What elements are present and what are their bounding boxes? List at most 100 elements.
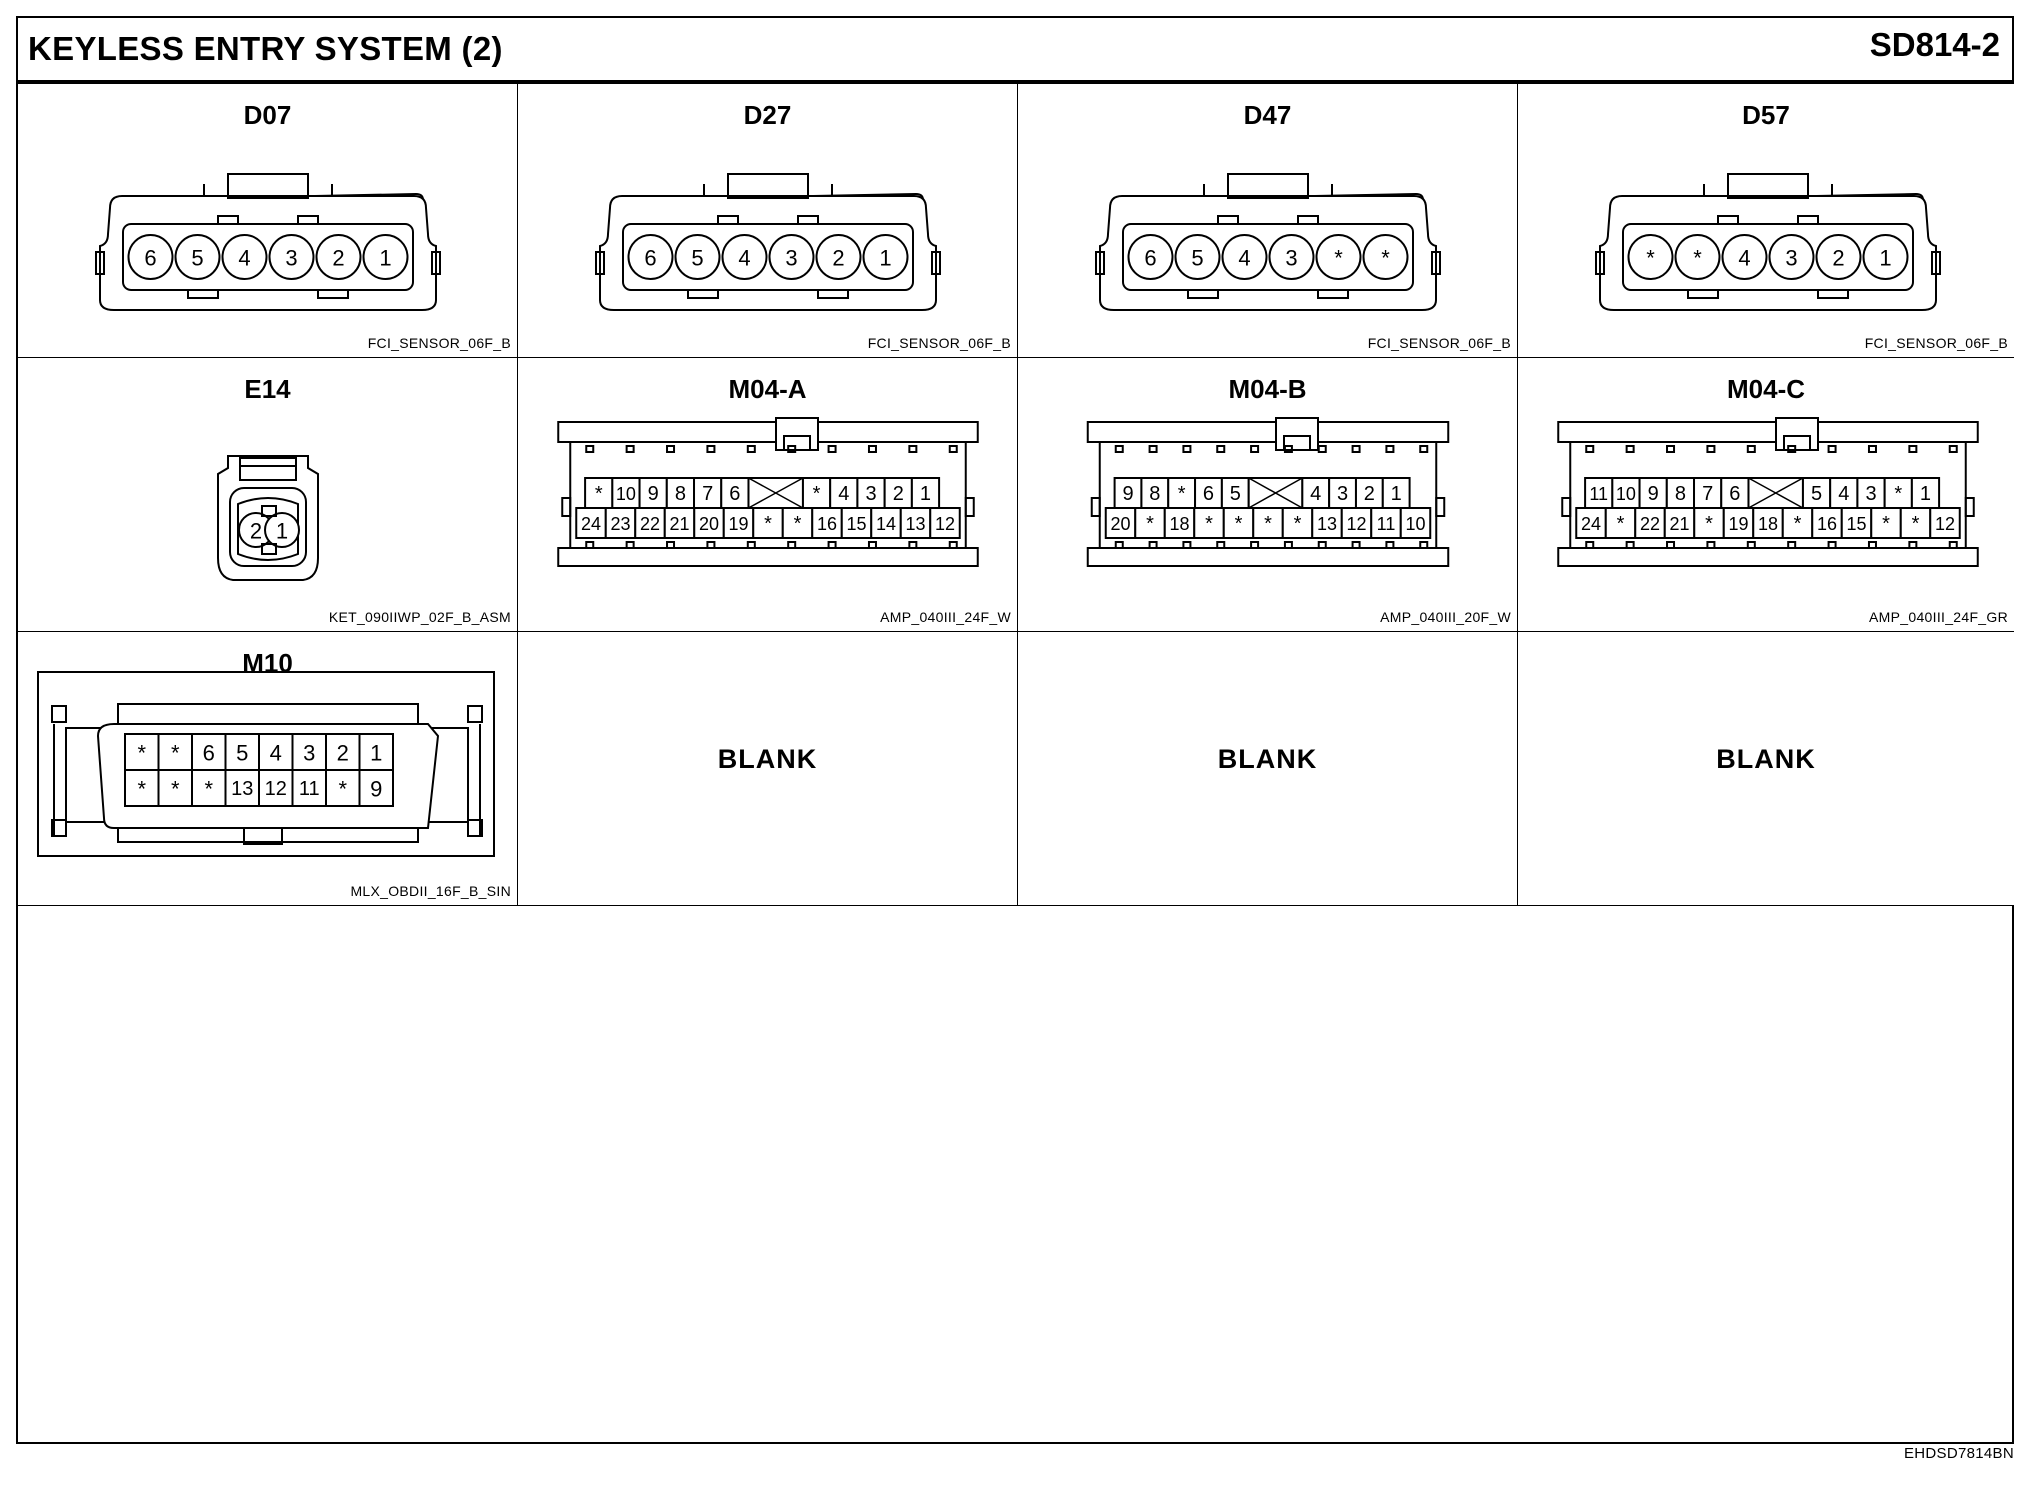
pin-label: 1 [879,246,891,271]
pin-label: 2 [250,519,262,544]
connector-outline [1419,541,1429,549]
connector-outline [1317,445,1327,453]
connector-outline [1283,541,1293,549]
pin-label: * [1646,246,1655,271]
connector-outline [1385,541,1395,549]
pin-label: 3 [1337,483,1348,505]
connector-outline [243,827,283,845]
connector-outline [1351,541,1361,549]
pin-label: 15 [1846,514,1866,534]
pin-circle [1862,234,1909,280]
pin-cell [291,769,327,807]
pin-label: 12 [265,778,287,800]
connector-id: D57 [1742,100,1790,130]
pin-label: * [204,777,213,802]
connector-outline [37,671,495,857]
pin-label: 8 [1675,483,1686,505]
pin-label: 3 [1865,483,1876,505]
connector-outline [467,819,483,837]
connector-part-number: AMP_040III_24F_W [880,609,1011,625]
connector-outline [622,223,914,291]
pin-label: 13 [1317,514,1337,534]
connector-outline [1095,251,1105,275]
empty-cavity [1748,477,1804,509]
connector-outline [557,421,979,443]
connector-outline [948,541,958,549]
pin-label: * [794,513,802,535]
pin-label: 3 [1285,246,1297,271]
connector-outline [775,417,819,451]
pin-label: 1 [379,246,391,271]
pin-label: * [137,777,146,802]
pin-label: * [1334,246,1343,271]
connector-outline [1561,497,1572,517]
pin-circle [862,234,909,280]
connector-outline [1717,215,1739,225]
connector-outline [557,547,979,567]
connector-outline [1931,251,1941,275]
connector-outline [261,543,277,555]
connector-outline [1964,497,1975,517]
pin-cell [584,477,614,509]
pin-label: 6 [729,483,740,505]
connector-outline [706,541,716,549]
pin-label: 22 [640,514,660,534]
pin-circle [1268,234,1315,280]
connector-outline [625,541,635,549]
blank-cell: BLANK [518,632,1018,906]
connector-outline [1216,541,1226,549]
connector-outline [1867,445,1877,453]
pin-label: 20 [1110,514,1130,534]
blank-cell: BLANK [1018,632,1518,906]
pin-label: 3 [1785,246,1797,271]
pin-cell [638,477,668,509]
pin-label: 12 [935,514,955,534]
connector-outline [1385,445,1395,453]
pin-cell [910,477,941,509]
pin-cell [752,507,784,539]
pin-label: 5 [691,246,703,271]
pin-cell [358,769,394,807]
connector-outline [1086,421,1450,443]
connector-outline [1182,541,1192,549]
connector-outline [1227,173,1309,199]
pin-circle [1221,234,1268,280]
pin-cell [1194,477,1223,509]
pin-label: 6 [1144,246,1156,271]
connector-outline [1585,445,1595,453]
pin-label: 4 [1738,246,1750,271]
connector-outline [1666,445,1676,453]
pin-label: * [1894,483,1902,505]
connector-outline [1787,445,1797,453]
connector-outline [237,497,299,561]
pin-circle [1627,234,1674,280]
pin-label: * [171,741,180,766]
connector-outline [431,251,441,275]
pin-label: 4 [838,483,849,505]
pin-cell [1167,477,1197,509]
connector-outline [908,445,918,453]
pin-label: 1 [276,519,288,544]
pin-circle [1315,234,1362,280]
pin-label: 2 [1832,246,1844,271]
connector-part-number: AMP_040III_20F_W [1380,609,1511,625]
pin-label: * [1146,513,1154,535]
connector-outline [817,289,849,299]
connector-outline [1435,497,1446,517]
pin-circle [627,234,674,280]
connector-id: E14 [244,374,291,404]
pin-label: 18 [1758,514,1778,534]
pin-circle [1815,234,1862,280]
pin-label: * [813,483,821,505]
connector-outline [1625,445,1635,453]
pin-label: * [1235,513,1243,535]
connector-outline [187,289,219,299]
pin-label: * [1205,513,1213,535]
connector-outline [1431,251,1441,275]
pin-label: 1 [920,483,931,505]
pin-label: 6 [203,741,215,766]
document-code: EHDSD7814BN [1903,1445,2014,1462]
